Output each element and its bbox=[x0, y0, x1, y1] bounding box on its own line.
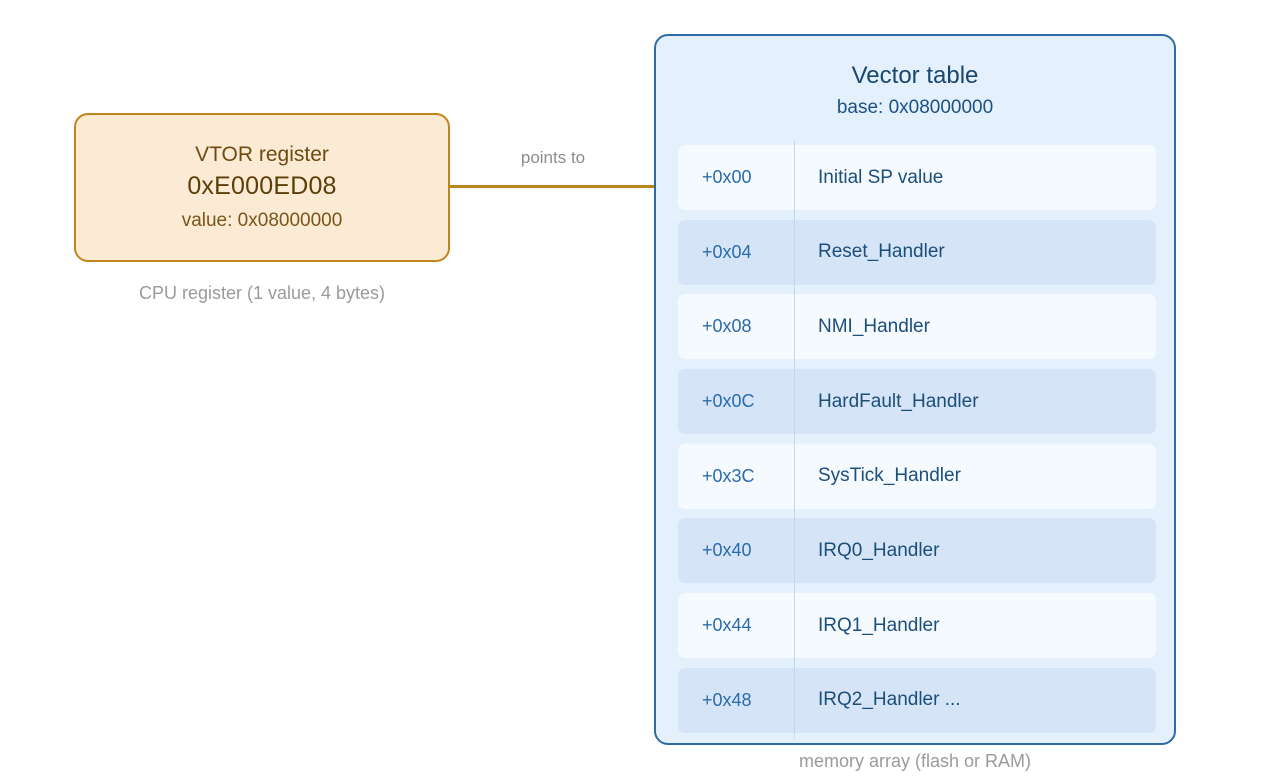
vtor-register-value: value: 0x08000000 bbox=[181, 210, 343, 232]
vector-row-offset: +0x0C bbox=[702, 391, 755, 412]
column-divider bbox=[794, 513, 795, 589]
vector-row-handler-name: Initial SP value bbox=[818, 166, 944, 188]
table-row[interactable]: +0x04 Reset_Handler bbox=[678, 214, 1156, 290]
vector-row-offset: +0x08 bbox=[702, 316, 752, 337]
table-row[interactable]: +0x00 Initial SP value bbox=[678, 140, 1156, 215]
vector-row-handler-name: Reset_Handler bbox=[818, 241, 945, 263]
vector-row-offset: +0x48 bbox=[702, 689, 752, 710]
table-row[interactable]: +0x3C SysTick_Handler bbox=[678, 438, 1156, 514]
vector-row-handler-name: IRQ2_Handler ... bbox=[818, 689, 961, 711]
table-row[interactable]: +0x44 IRQ1_Handler bbox=[678, 588, 1156, 663]
vector-row-offset: +0x3C bbox=[702, 465, 755, 486]
vector-table-header: Vector table base: 0x08000000 bbox=[656, 36, 1174, 120]
vector-row-handler-name: HardFault_Handler bbox=[818, 390, 979, 412]
vtor-register-box: VTOR register 0xE000ED08 value: 0x080000… bbox=[74, 113, 450, 262]
vtor-register-title: VTOR register bbox=[195, 143, 329, 167]
vector-table-title: Vector table bbox=[851, 62, 979, 89]
vector-row-offset: +0x44 bbox=[702, 615, 752, 636]
table-row[interactable]: +0x40 IRQ0_Handler bbox=[678, 513, 1156, 589]
table-row[interactable]: +0x08 NMI_Handler bbox=[678, 289, 1156, 365]
column-divider bbox=[794, 214, 795, 290]
vector-row-handler-name: IRQ0_Handler bbox=[818, 539, 940, 561]
vtor-register-address: 0xE000ED08 bbox=[187, 172, 337, 201]
points-to-label: points to bbox=[520, 148, 586, 167]
column-divider bbox=[794, 588, 795, 663]
vector-row-offset: +0x04 bbox=[702, 241, 752, 262]
vector-row-handler-name: SysTick_Handler bbox=[818, 465, 961, 487]
table-row[interactable]: +0x0C HardFault_Handler bbox=[678, 364, 1156, 439]
vtor-register-caption: CPU register (1 value, 4 bytes) bbox=[138, 283, 386, 303]
column-divider bbox=[794, 364, 795, 439]
vector-row-offset: +0x40 bbox=[702, 540, 752, 561]
table-row[interactable]: +0x48 IRQ2_Handler ... bbox=[678, 662, 1156, 738]
vector-table-panel: Vector table base: 0x08000000 +0x00 Initi… bbox=[654, 34, 1176, 745]
vector-table-caption: memory array (flash or RAM) bbox=[798, 751, 1032, 771]
vector-row-handler-name: IRQ1_Handler bbox=[818, 614, 940, 636]
column-divider bbox=[794, 140, 795, 215]
vector-table-base-address: base: 0x08000000 bbox=[836, 96, 994, 118]
vector-row-offset: +0x00 bbox=[702, 167, 752, 187]
vector-row-handler-name: NMI_Handler bbox=[818, 315, 930, 337]
column-divider bbox=[794, 438, 795, 514]
points-to-connector-line bbox=[450, 185, 656, 188]
column-divider bbox=[794, 289, 795, 365]
column-divider bbox=[794, 662, 795, 738]
